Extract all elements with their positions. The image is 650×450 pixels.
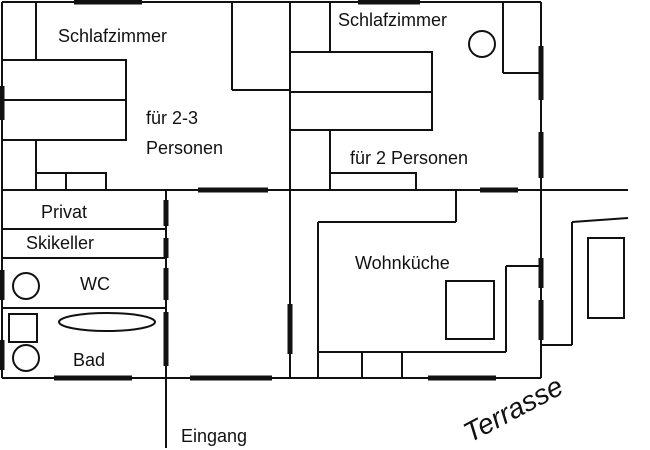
label-right-bedroom: Schlafzimmer bbox=[338, 10, 447, 30]
left-bedroom-furniture bbox=[1, 2, 290, 191]
door-openings bbox=[0, 0, 544, 381]
kitchen-living-furniture bbox=[317, 190, 541, 378]
label-right-bedroom-capacity: für 2 Personen bbox=[350, 148, 468, 168]
label-left-bedroom-capacity-1: für 2-3 bbox=[146, 108, 198, 128]
label-kitchen-living: Wohnküche bbox=[355, 253, 450, 273]
terrace-structure bbox=[541, 217, 629, 346]
label-bathroom: Bad bbox=[73, 350, 105, 370]
label-left-bedroom: Schlafzimmer bbox=[58, 26, 167, 46]
right-bedroom-furniture bbox=[289, 2, 541, 191]
service-rooms bbox=[2, 228, 166, 372]
label-wc: WC bbox=[80, 274, 110, 294]
label-left-bedroom-capacity-2: Personen bbox=[146, 138, 223, 158]
label-private: Privat bbox=[41, 202, 87, 222]
label-ski-cellar: Skikeller bbox=[26, 233, 94, 253]
label-entrance: Eingang bbox=[181, 426, 247, 446]
label-terrace: Terrasse bbox=[458, 370, 568, 448]
